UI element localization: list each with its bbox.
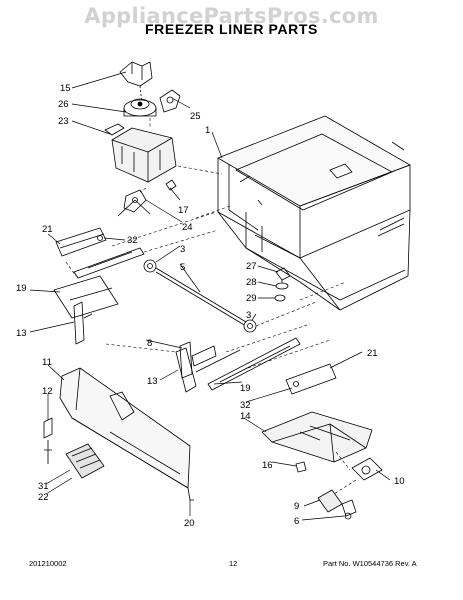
callout-24: 24	[182, 222, 193, 233]
leader-lines	[29, 71, 391, 521]
callout-1: 1	[205, 125, 210, 136]
shaft-assembly	[143, 259, 257, 333]
callout-17: 17	[178, 205, 189, 216]
callout-23: 23	[58, 116, 69, 127]
callout-25: 25	[190, 111, 201, 122]
callout-31: 31	[38, 481, 49, 492]
freezer-liner	[217, 115, 411, 311]
callout-13-upper: 13	[16, 328, 27, 339]
left-lower-bracket	[73, 301, 93, 345]
callout-16: 16	[262, 460, 273, 471]
callout-8: 8	[147, 338, 152, 349]
diagram-title: FREEZER LINER PARTS	[145, 21, 318, 37]
leveler-parts	[274, 267, 291, 302]
callout-12: 12	[42, 386, 53, 397]
callout-10: 10	[394, 476, 405, 487]
callout-13-lower: 13	[147, 376, 158, 387]
upper-left-rail	[53, 227, 145, 319]
footer-part-number: Part No. W10544736 Rev. A	[323, 559, 417, 568]
drain-pan	[261, 411, 383, 481]
callout-32-upper: 32	[127, 235, 138, 246]
callout-26: 26	[58, 99, 69, 110]
callout-6: 6	[294, 516, 299, 527]
callout-labels: 15 26 25 23 1 17 24 21 32 3 5 19 13 8 27…	[16, 83, 405, 529]
cover-panel	[43, 367, 194, 501]
callout-3-upper: 3	[180, 244, 185, 255]
callout-9: 9	[294, 501, 299, 512]
callout-21-upper: 21	[42, 224, 53, 235]
callout-15: 15	[60, 83, 71, 94]
footer-doc-number: 201210002	[29, 559, 67, 568]
callout-19-upper: 19	[16, 283, 27, 294]
callout-32-lower: 32	[240, 400, 251, 411]
assembly-lines	[65, 118, 357, 495]
callout-20: 20	[184, 518, 195, 529]
callout-5: 5	[180, 262, 185, 273]
callout-14: 14	[240, 411, 251, 422]
callout-29: 29	[246, 293, 257, 304]
callout-21-lower: 21	[367, 348, 378, 359]
footer-page-number: 12	[229, 559, 238, 568]
callout-19-lower: 19	[240, 383, 251, 394]
watermark: AppliancePartsPros.com	[84, 4, 379, 28]
callout-3-lower: 3	[246, 310, 251, 321]
callout-27: 27	[246, 261, 257, 272]
drain-fitting	[317, 489, 357, 520]
fan-assembly	[104, 61, 181, 217]
callout-28: 28	[246, 277, 257, 288]
callout-11: 11	[42, 357, 52, 368]
right-rails	[175, 337, 337, 395]
callout-22: 22	[38, 492, 49, 503]
